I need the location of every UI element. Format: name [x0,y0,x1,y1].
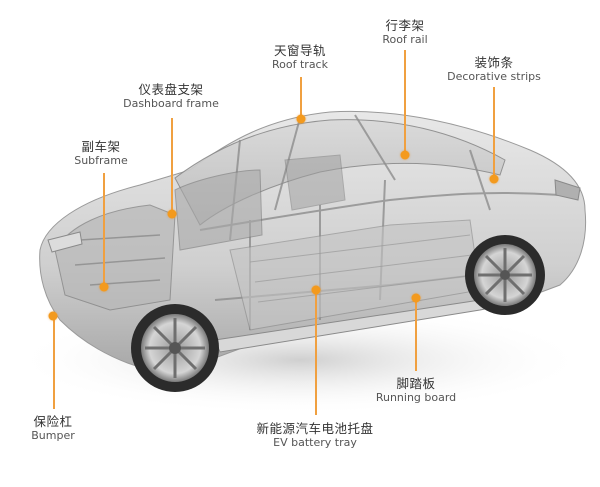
label-zh: 保险杠 [33,414,73,429]
marker-ev-battery-tray [311,285,321,295]
label-roof-rail: 行李架 Roof rail [382,18,427,46]
label-zh: 装饰条 [474,55,514,70]
leader-ev-battery-tray [315,290,317,415]
leader-subframe [103,173,105,289]
label-dashboard-frame: 仪表盘支架 Dashboard frame [123,82,219,110]
label-zh: 天窗导轨 [273,43,327,58]
leader-bumper [53,316,55,409]
leader-roof-track [300,77,302,119]
marker-subframe [99,282,109,292]
leader-running-board [415,298,417,371]
label-en: Bumper [31,429,75,442]
label-decorative-strips: 装饰条 Decorative strips [447,55,541,83]
label-en: Subframe [74,154,128,167]
label-en: Roof track [272,58,328,71]
label-zh: 仪表盘支架 [138,82,204,97]
label-en: Roof rail [382,33,428,46]
marker-roof-track [296,114,306,124]
marker-bumper [48,311,58,321]
label-zh: 行李架 [385,18,425,33]
leader-roof-rail [404,50,406,154]
label-subframe: 副车架 Subframe [74,139,128,167]
marker-roof-rail [400,150,410,160]
label-roof-track: 天窗导轨 Roof track [272,43,328,71]
label-en: Dashboard frame [123,97,219,110]
label-en: Decorative strips [447,70,541,83]
marker-decorative-strips [489,174,499,184]
label-zh: 脚踏板 [396,376,436,391]
marker-dashboard-frame [167,209,177,219]
label-en: Running board [375,391,457,404]
leader-dashboard-frame [171,118,173,214]
label-en: EV battery tray [273,436,357,449]
label-running-board: 脚踏板 Running board [376,376,456,404]
label-bumper: 保险杠 Bumper [31,414,75,442]
label-zh: 副车架 [81,139,121,154]
label-zh: 新能源汽车电池托盘 [256,421,374,436]
marker-running-board [411,293,421,303]
label-ev-battery-tray: 新能源汽车电池托盘 EV battery tray [256,421,373,449]
leader-decorative-strips [493,87,495,179]
